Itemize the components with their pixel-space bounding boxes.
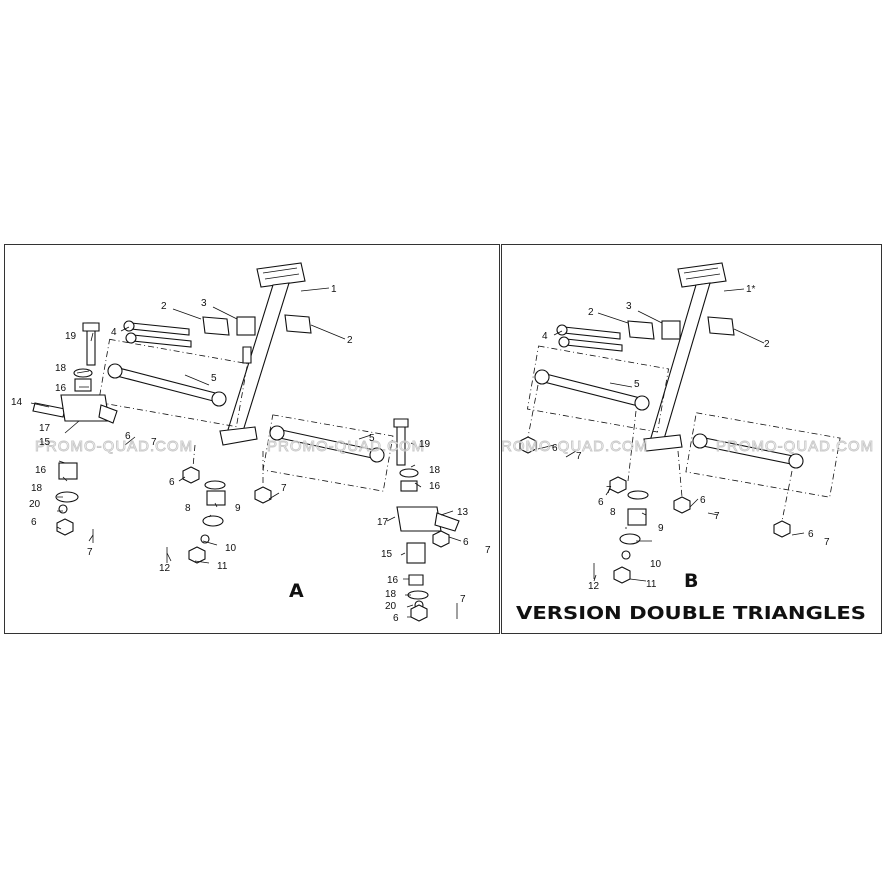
callout: 7 bbox=[714, 511, 720, 522]
leader-lines bbox=[537, 288, 805, 582]
callout: 16 bbox=[387, 575, 399, 586]
right-knuckle-stack bbox=[393, 418, 460, 622]
steering-column bbox=[219, 262, 306, 446]
callout: 2 bbox=[764, 339, 770, 350]
panel-label-a: A bbox=[289, 580, 304, 602]
callout: 14 bbox=[11, 397, 23, 408]
diagram-panel-a: PROMO-QUAD.COM PROMO-QUAD.COM 1 2 3 4 2 … bbox=[4, 244, 500, 634]
tie-rod-right bbox=[262, 414, 394, 492]
callout: 15 bbox=[39, 437, 51, 448]
callout: 9 bbox=[235, 503, 241, 514]
callout: 6 bbox=[393, 613, 399, 624]
callout: 18 bbox=[429, 465, 441, 476]
callout: 20 bbox=[29, 499, 41, 510]
callout: 11 bbox=[646, 579, 657, 590]
callout: 6 bbox=[598, 497, 604, 508]
leader-lines bbox=[30, 287, 462, 618]
callout: 19 bbox=[65, 331, 77, 342]
callout: 5 bbox=[211, 373, 217, 384]
center-lower-parts bbox=[593, 450, 691, 584]
callout: 10 bbox=[225, 543, 237, 554]
callout: 6 bbox=[31, 517, 37, 528]
steering-assembly-drawing-b: PROMO-QUAD.COM PROMO-QUAD.COM 1* 2 3 4 2… bbox=[502, 262, 874, 624]
callout: 5 bbox=[634, 379, 640, 390]
callout: 19 bbox=[419, 439, 431, 450]
callout: 7 bbox=[151, 437, 157, 448]
callout: 7 bbox=[281, 483, 287, 494]
callout: 7 bbox=[485, 545, 491, 556]
callout: 6 bbox=[808, 529, 814, 540]
callout: 7 bbox=[460, 594, 466, 605]
callout: 13 bbox=[457, 507, 469, 518]
callout-labels-a: 1 2 3 4 2 5 19 18 16 14 17 15 6 7 16 18 … bbox=[11, 284, 491, 624]
watermark-text: PROMO-QUAD.COM bbox=[502, 438, 648, 455]
callout: 20 bbox=[385, 601, 397, 612]
left-knuckle-stack bbox=[32, 322, 118, 543]
upper-clamp-parts bbox=[556, 316, 735, 352]
steering-column bbox=[643, 262, 727, 452]
panel-label-b: B bbox=[684, 570, 698, 592]
callout: 16 bbox=[35, 465, 47, 476]
callout: 1 bbox=[331, 284, 337, 295]
diagram-panel-b: PROMO-QUAD.COM PROMO-QUAD.COM 1* 2 3 4 2… bbox=[501, 244, 882, 634]
callout: 6 bbox=[463, 537, 469, 548]
callout: 7 bbox=[87, 547, 93, 558]
callout: 4 bbox=[111, 327, 117, 338]
callout-labels-b: 1* 2 3 4 2 5 6 7 6 7 8 9 10 11 12 6 7 6 … bbox=[542, 284, 830, 592]
callout: 12 bbox=[588, 581, 600, 592]
callout: 6 bbox=[125, 431, 131, 442]
callout: 7 bbox=[606, 485, 612, 496]
tie-rod-left bbox=[98, 338, 248, 428]
callout: 17 bbox=[377, 517, 389, 528]
callout: 8 bbox=[610, 507, 616, 518]
callout: 3 bbox=[201, 298, 207, 309]
watermark-text: PROMO-QUAD.COM bbox=[267, 438, 425, 455]
watermark-text: PROMO-QUAD.COM bbox=[35, 438, 193, 455]
watermark-text: PROMO-QUAD.COM bbox=[716, 438, 874, 455]
callout: 5 bbox=[369, 433, 375, 444]
callout: 18 bbox=[385, 589, 397, 600]
callout: 16 bbox=[55, 383, 67, 394]
callout: 7 bbox=[576, 451, 582, 462]
callout: 17 bbox=[39, 423, 51, 434]
callout: 1* bbox=[746, 284, 756, 295]
callout: 6 bbox=[169, 477, 175, 488]
center-lower-parts bbox=[166, 444, 272, 564]
callout: 7 bbox=[824, 537, 830, 548]
callout: 16 bbox=[429, 481, 441, 492]
steering-assembly-drawing-a: PROMO-QUAD.COM PROMO-QUAD.COM 1 2 3 4 2 … bbox=[11, 262, 491, 624]
callout: 9 bbox=[658, 523, 664, 534]
callout: 2 bbox=[161, 301, 167, 312]
callout: 4 bbox=[542, 331, 548, 342]
callout: 15 bbox=[381, 549, 393, 560]
callout: 11 bbox=[217, 561, 228, 572]
callout: 18 bbox=[55, 363, 67, 374]
callout: 6 bbox=[552, 443, 558, 454]
panel-title-b: VERSION DOUBLE TRIANGLES bbox=[516, 603, 866, 624]
callout: 3 bbox=[626, 301, 632, 312]
callout: 8 bbox=[185, 503, 191, 514]
callout: 2 bbox=[347, 335, 353, 346]
upper-clamp-parts bbox=[123, 314, 312, 348]
callout: 2 bbox=[588, 307, 594, 318]
callout: 18 bbox=[31, 483, 43, 494]
tie-rod-left bbox=[519, 345, 670, 482]
callout: 12 bbox=[159, 563, 171, 574]
callout: 6 bbox=[700, 495, 706, 506]
callout: 10 bbox=[650, 559, 662, 570]
tie-rod-right bbox=[685, 412, 841, 538]
